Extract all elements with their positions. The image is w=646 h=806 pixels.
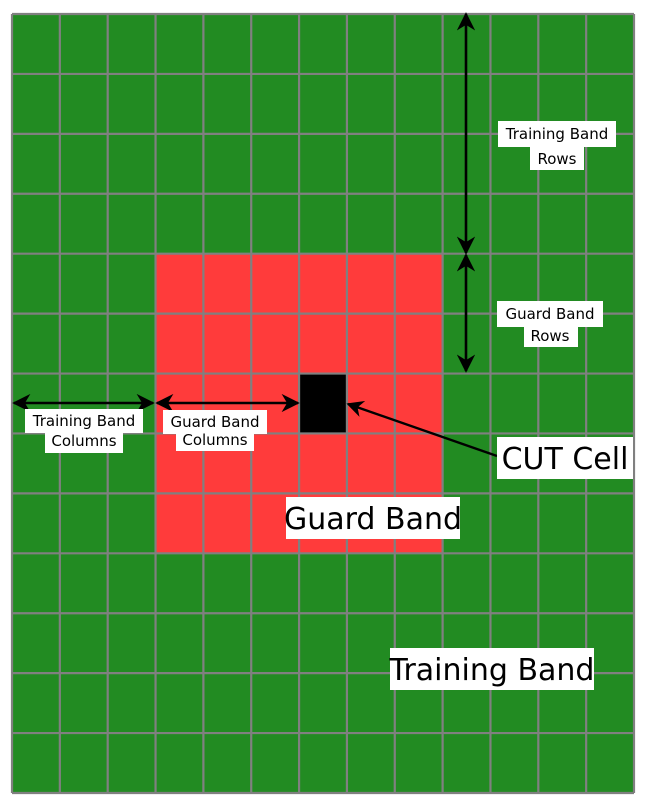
- training-band-rows-label-bg2: [530, 146, 584, 170]
- training-band-columns-label-line2: Columns: [51, 432, 116, 450]
- guard-band-rows-label-line2: Rows: [530, 327, 569, 345]
- guard-band-columns-label-line1: Guard Band: [170, 413, 259, 431]
- training-band-rows-label-line1: Training Band: [505, 125, 608, 143]
- guard-band-rows-label-bg2: [524, 325, 578, 347]
- training-band-rows-label-line2: Rows: [537, 150, 576, 168]
- cut-cell: [299, 373, 347, 434]
- cut-cell-pointer-arrow: [346, 401, 498, 458]
- cut-cell-label-bg: [497, 437, 633, 479]
- training-band-columns-label-line1: Training Band: [32, 412, 135, 430]
- guard-band-label-bg: [286, 497, 460, 539]
- training-band-columns-label-bg2: [45, 431, 123, 453]
- guard-band-label: Guard Band: [284, 502, 462, 537]
- guard-band-rows-label-bg: [497, 301, 603, 327]
- training-band-label: Training Band: [389, 653, 595, 688]
- guard-band-columns-label-bg: [163, 410, 267, 434]
- guard-band-columns-label-line2: Columns: [182, 431, 247, 449]
- training-band-rows-label-bg: [498, 121, 616, 147]
- cut-cell-label: CUT Cell: [502, 442, 629, 477]
- training-band-label-bg: [390, 648, 594, 690]
- guard-band-columns-label-bg2: [176, 431, 254, 451]
- guard-band-rows-label-line1: Guard Band: [505, 305, 594, 323]
- training-band-columns-label-bg: [25, 409, 143, 433]
